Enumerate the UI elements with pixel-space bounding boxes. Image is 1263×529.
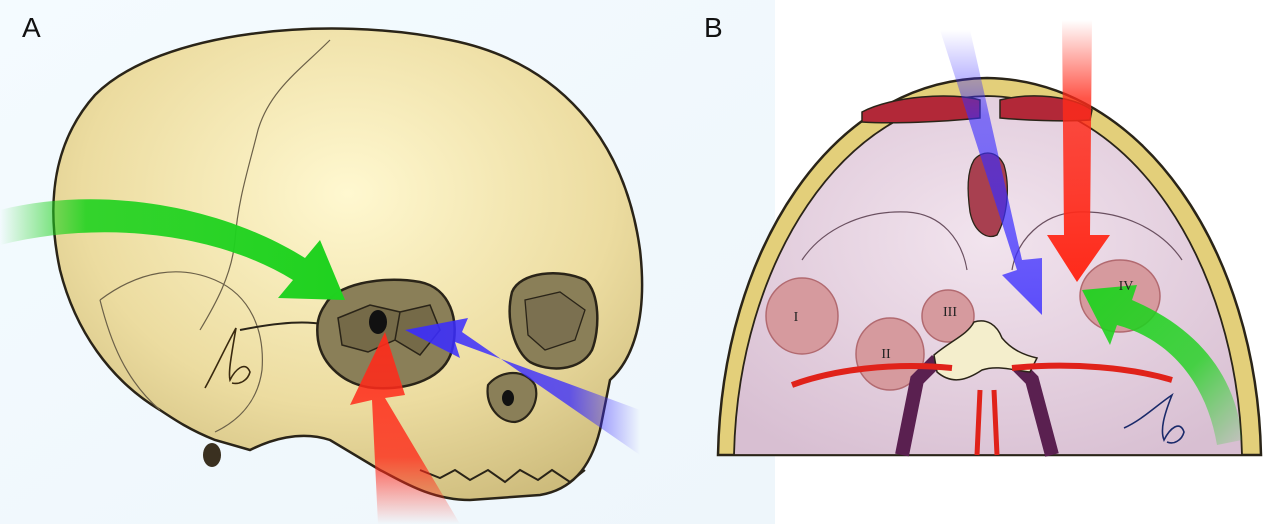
region-label-ii: II <box>881 347 891 362</box>
region-label-iv: IV <box>1119 279 1134 294</box>
optic-canal <box>369 310 387 334</box>
external-ear-canal <box>203 443 221 467</box>
frontal-sinus-left <box>862 96 980 123</box>
panel-a-label: A <box>22 12 41 44</box>
panel-a-skull-illustration: A <box>0 0 775 524</box>
nasal-opening <box>502 390 514 406</box>
panel-b-label: B <box>704 12 723 44</box>
region-label-i: I <box>794 310 799 325</box>
skull-svg <box>0 0 775 524</box>
panel-b-cranial-base-illustration: I II III IV <box>712 0 1263 460</box>
cranial-base-svg: I II III IV <box>712 0 1263 460</box>
region-label-iii: III <box>943 305 957 320</box>
lesion-region-i <box>766 278 838 354</box>
